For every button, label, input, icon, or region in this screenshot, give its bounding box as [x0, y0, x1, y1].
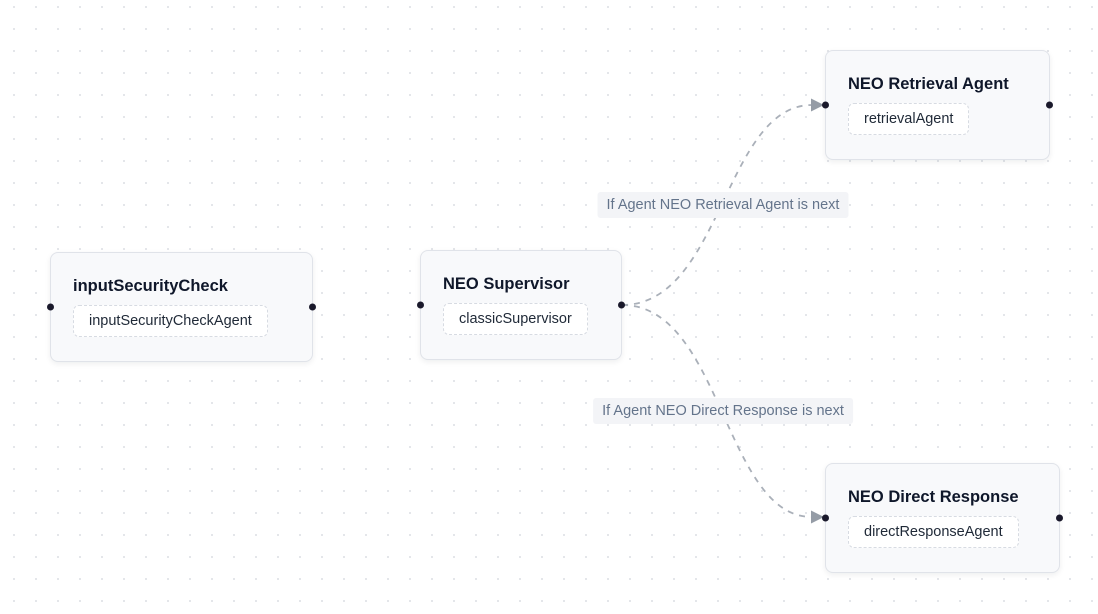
- agent-chip: retrievalAgent: [848, 103, 970, 135]
- node-neo-retrieval-agent[interactable]: NEO Retrieval Agent retrievalAgent: [822, 50, 1053, 160]
- connection-handle-left[interactable]: [47, 303, 54, 311]
- edge-condition-label: If Agent NEO Retrieval Agent is next: [597, 192, 849, 218]
- connection-handle-right[interactable]: [309, 303, 316, 311]
- node-neo-direct-response[interactable]: NEO Direct Response directResponseAgent: [822, 463, 1063, 573]
- edge-supervisor-to-direct-response[interactable]: [621, 304, 813, 518]
- connection-handle-right[interactable]: [1056, 514, 1063, 522]
- agent-chip: inputSecurityCheckAgent: [73, 305, 268, 337]
- connection-handle-right[interactable]: [618, 301, 625, 309]
- connection-handle-left[interactable]: [417, 301, 424, 309]
- connection-handle-left[interactable]: [822, 101, 829, 109]
- node-title: NEO Direct Response: [848, 488, 1019, 506]
- node-title: NEO Retrieval Agent: [848, 75, 1009, 93]
- node-title: NEO Supervisor: [443, 275, 570, 293]
- node-title: inputSecurityCheck: [73, 277, 228, 295]
- agent-chip: classicSupervisor: [443, 303, 588, 335]
- agent-chip: directResponseAgent: [848, 516, 1019, 548]
- node-neo-supervisor[interactable]: NEO Supervisor classicSupervisor: [417, 250, 625, 360]
- node-input-security-check[interactable]: inputSecurityCheck inputSecurityCheckAge…: [47, 252, 316, 362]
- connection-handle-right[interactable]: [1046, 101, 1053, 109]
- connection-handle-left[interactable]: [822, 514, 829, 522]
- edge-condition-label: If Agent NEO Direct Response is next: [593, 398, 853, 424]
